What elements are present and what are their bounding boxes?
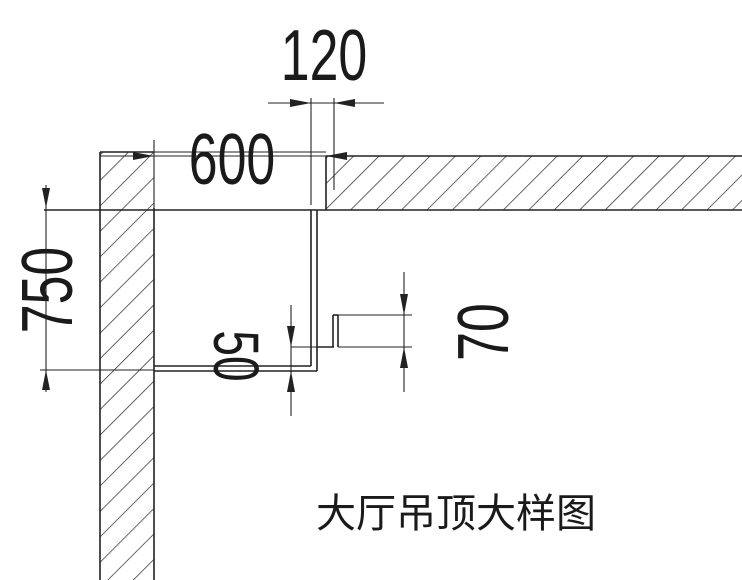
dim-label-750: 750 bbox=[8, 247, 88, 333]
dim-label-600: 600 bbox=[189, 120, 275, 200]
drop-ceiling-profile bbox=[154, 210, 339, 372]
ceiling-slab bbox=[325, 155, 742, 211]
dimension-50 bbox=[287, 305, 317, 416]
drawing-title: 大厅吊顶大样图 bbox=[316, 491, 596, 537]
dim-label-50: 50 bbox=[200, 330, 271, 381]
dimension-120 bbox=[268, 98, 384, 205]
dimension-70 bbox=[338, 272, 412, 392]
dimension-600 bbox=[100, 140, 347, 208]
left-wall bbox=[99, 151, 155, 580]
dim-label-70: 70 bbox=[444, 303, 524, 361]
dim-label-120: 120 bbox=[281, 16, 367, 96]
dimension-750 bbox=[40, 185, 154, 392]
